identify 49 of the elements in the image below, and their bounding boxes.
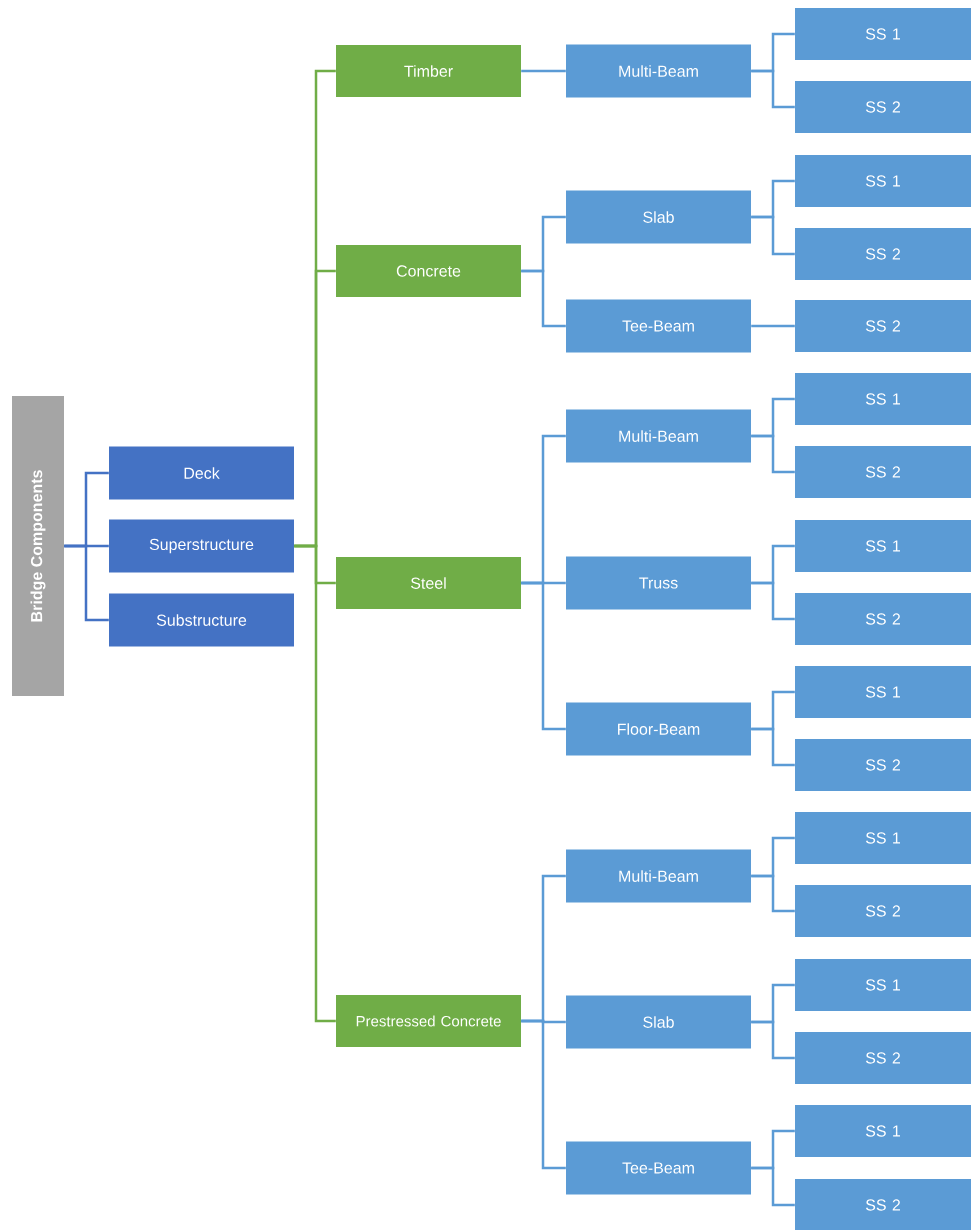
type-box: Slab [566, 995, 751, 1049]
span-box: SS 2 [795, 885, 971, 937]
title-bar: Bridge Components [12, 396, 64, 696]
connector-line [521, 1019, 566, 1170]
connector-line [751, 215, 795, 256]
span-box: SS 2 [795, 228, 971, 280]
span-box: SS 2 [795, 593, 971, 645]
span-box: SS 1 [795, 666, 971, 718]
span-box: SS 1 [795, 959, 971, 1011]
component-box: Superstructure [109, 519, 294, 573]
connector-line [751, 434, 795, 474]
component-box: Substructure [109, 593, 294, 647]
material-box: Steel [336, 557, 521, 609]
span-box: SS 1 [795, 155, 971, 207]
span-box: SS 2 [795, 739, 971, 791]
connector-line [751, 324, 795, 328]
span-box: SS 2 [795, 1032, 971, 1084]
material-box: Concrete [336, 245, 521, 297]
span-box: SS 2 [795, 446, 971, 498]
component-box: Deck [109, 446, 294, 500]
type-box: Truss [566, 556, 751, 610]
connector-line [521, 581, 566, 731]
connector-line [521, 269, 566, 328]
connector-line [294, 544, 336, 1023]
connector-line [751, 1166, 795, 1207]
connector-line [751, 1020, 795, 1060]
span-box: SS 2 [795, 81, 971, 133]
type-box: Floor-Beam [566, 702, 751, 756]
connector-line [751, 581, 795, 621]
span-box: SS 1 [795, 812, 971, 864]
connector-line [751, 874, 795, 913]
span-box: SS 1 [795, 520, 971, 572]
span-box: SS 1 [795, 8, 971, 60]
material-box: Prestressed Concrete [336, 995, 521, 1047]
span-box: SS 1 [795, 373, 971, 425]
type-box: Multi-Beam [566, 849, 751, 903]
type-box: Tee-Beam [566, 1141, 751, 1195]
connector-line [521, 69, 566, 73]
connector-line [751, 69, 795, 109]
type-box: Multi-Beam [566, 409, 751, 463]
span-box: SS 2 [795, 1179, 971, 1230]
material-box: Timber [336, 45, 521, 97]
type-box: Slab [566, 190, 751, 244]
connector-line [64, 544, 109, 622]
type-box: Multi-Beam [566, 44, 751, 98]
span-box: SS 2 [795, 300, 971, 352]
span-box: SS 1 [795, 1105, 971, 1157]
type-box: Tee-Beam [566, 299, 751, 353]
connector-line [751, 727, 795, 767]
